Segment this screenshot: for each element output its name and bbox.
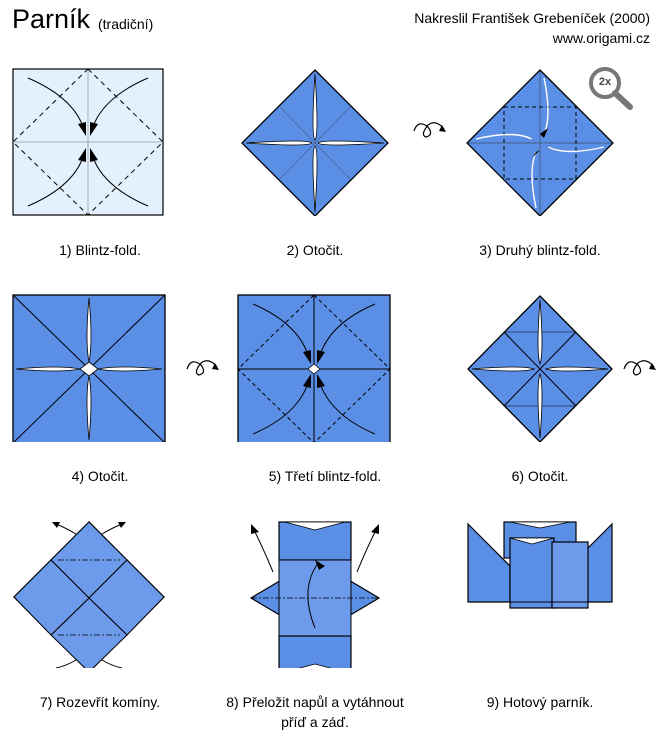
step-9-drawing [467, 521, 613, 609]
step-7-caption: 7) Rozevřít komíny. [39, 694, 161, 710]
page-subtitle: (tradiční) [98, 16, 154, 32]
step-1-diagram [0, 66, 200, 216]
step-8-diagram [215, 518, 415, 668]
step-3-diagram [440, 66, 640, 216]
step-1-caption: 1) Blintz-fold. [59, 242, 141, 258]
zoom-2x-icon: 2x [586, 66, 638, 112]
step-5-caption: 5) Třetí blintz-fold. [268, 468, 382, 484]
step-2-diagram [215, 66, 415, 216]
turn-over-icon [620, 353, 660, 383]
step-6-drawing [467, 295, 613, 442]
step-5-diagram [225, 292, 425, 442]
turn-over-icon [410, 115, 450, 145]
step-9-caption: 9) Hotový parník. [486, 694, 594, 710]
step-3-caption: 3) Druhý blintz-fold. [479, 242, 601, 258]
step-4-drawing [12, 294, 166, 442]
turn-over-icon [183, 353, 223, 383]
credit-block: Nakreslil František Grebeníček (2000) ww… [414, 8, 650, 48]
step-6-caption: 6) Otočit. [511, 468, 569, 484]
step-8-drawing [249, 521, 381, 668]
step-1-drawing [12, 68, 164, 216]
step-8-caption: 8) Přeložit napůl a vytáhnout příď a záď… [226, 694, 404, 730]
zoom-label: 2x [598, 76, 612, 88]
page-title: Parník [12, 4, 91, 34]
step-5-drawing [237, 294, 391, 442]
step-7-diagram [0, 518, 200, 668]
step-6-diagram [440, 292, 640, 442]
step-7-drawing [13, 521, 165, 668]
step-2-caption: 2) Otočit. [286, 242, 344, 258]
step-4-diagram [0, 292, 200, 442]
website-link[interactable]: www.origami.cz [552, 30, 650, 46]
step-2-drawing [241, 69, 389, 216]
step-4-caption: 4) Otočit. [71, 468, 129, 484]
step-3-drawing [466, 69, 614, 216]
author-credit: Nakreslil František Grebeníček (2000) [414, 10, 650, 26]
step-9-diagram [440, 518, 640, 668]
